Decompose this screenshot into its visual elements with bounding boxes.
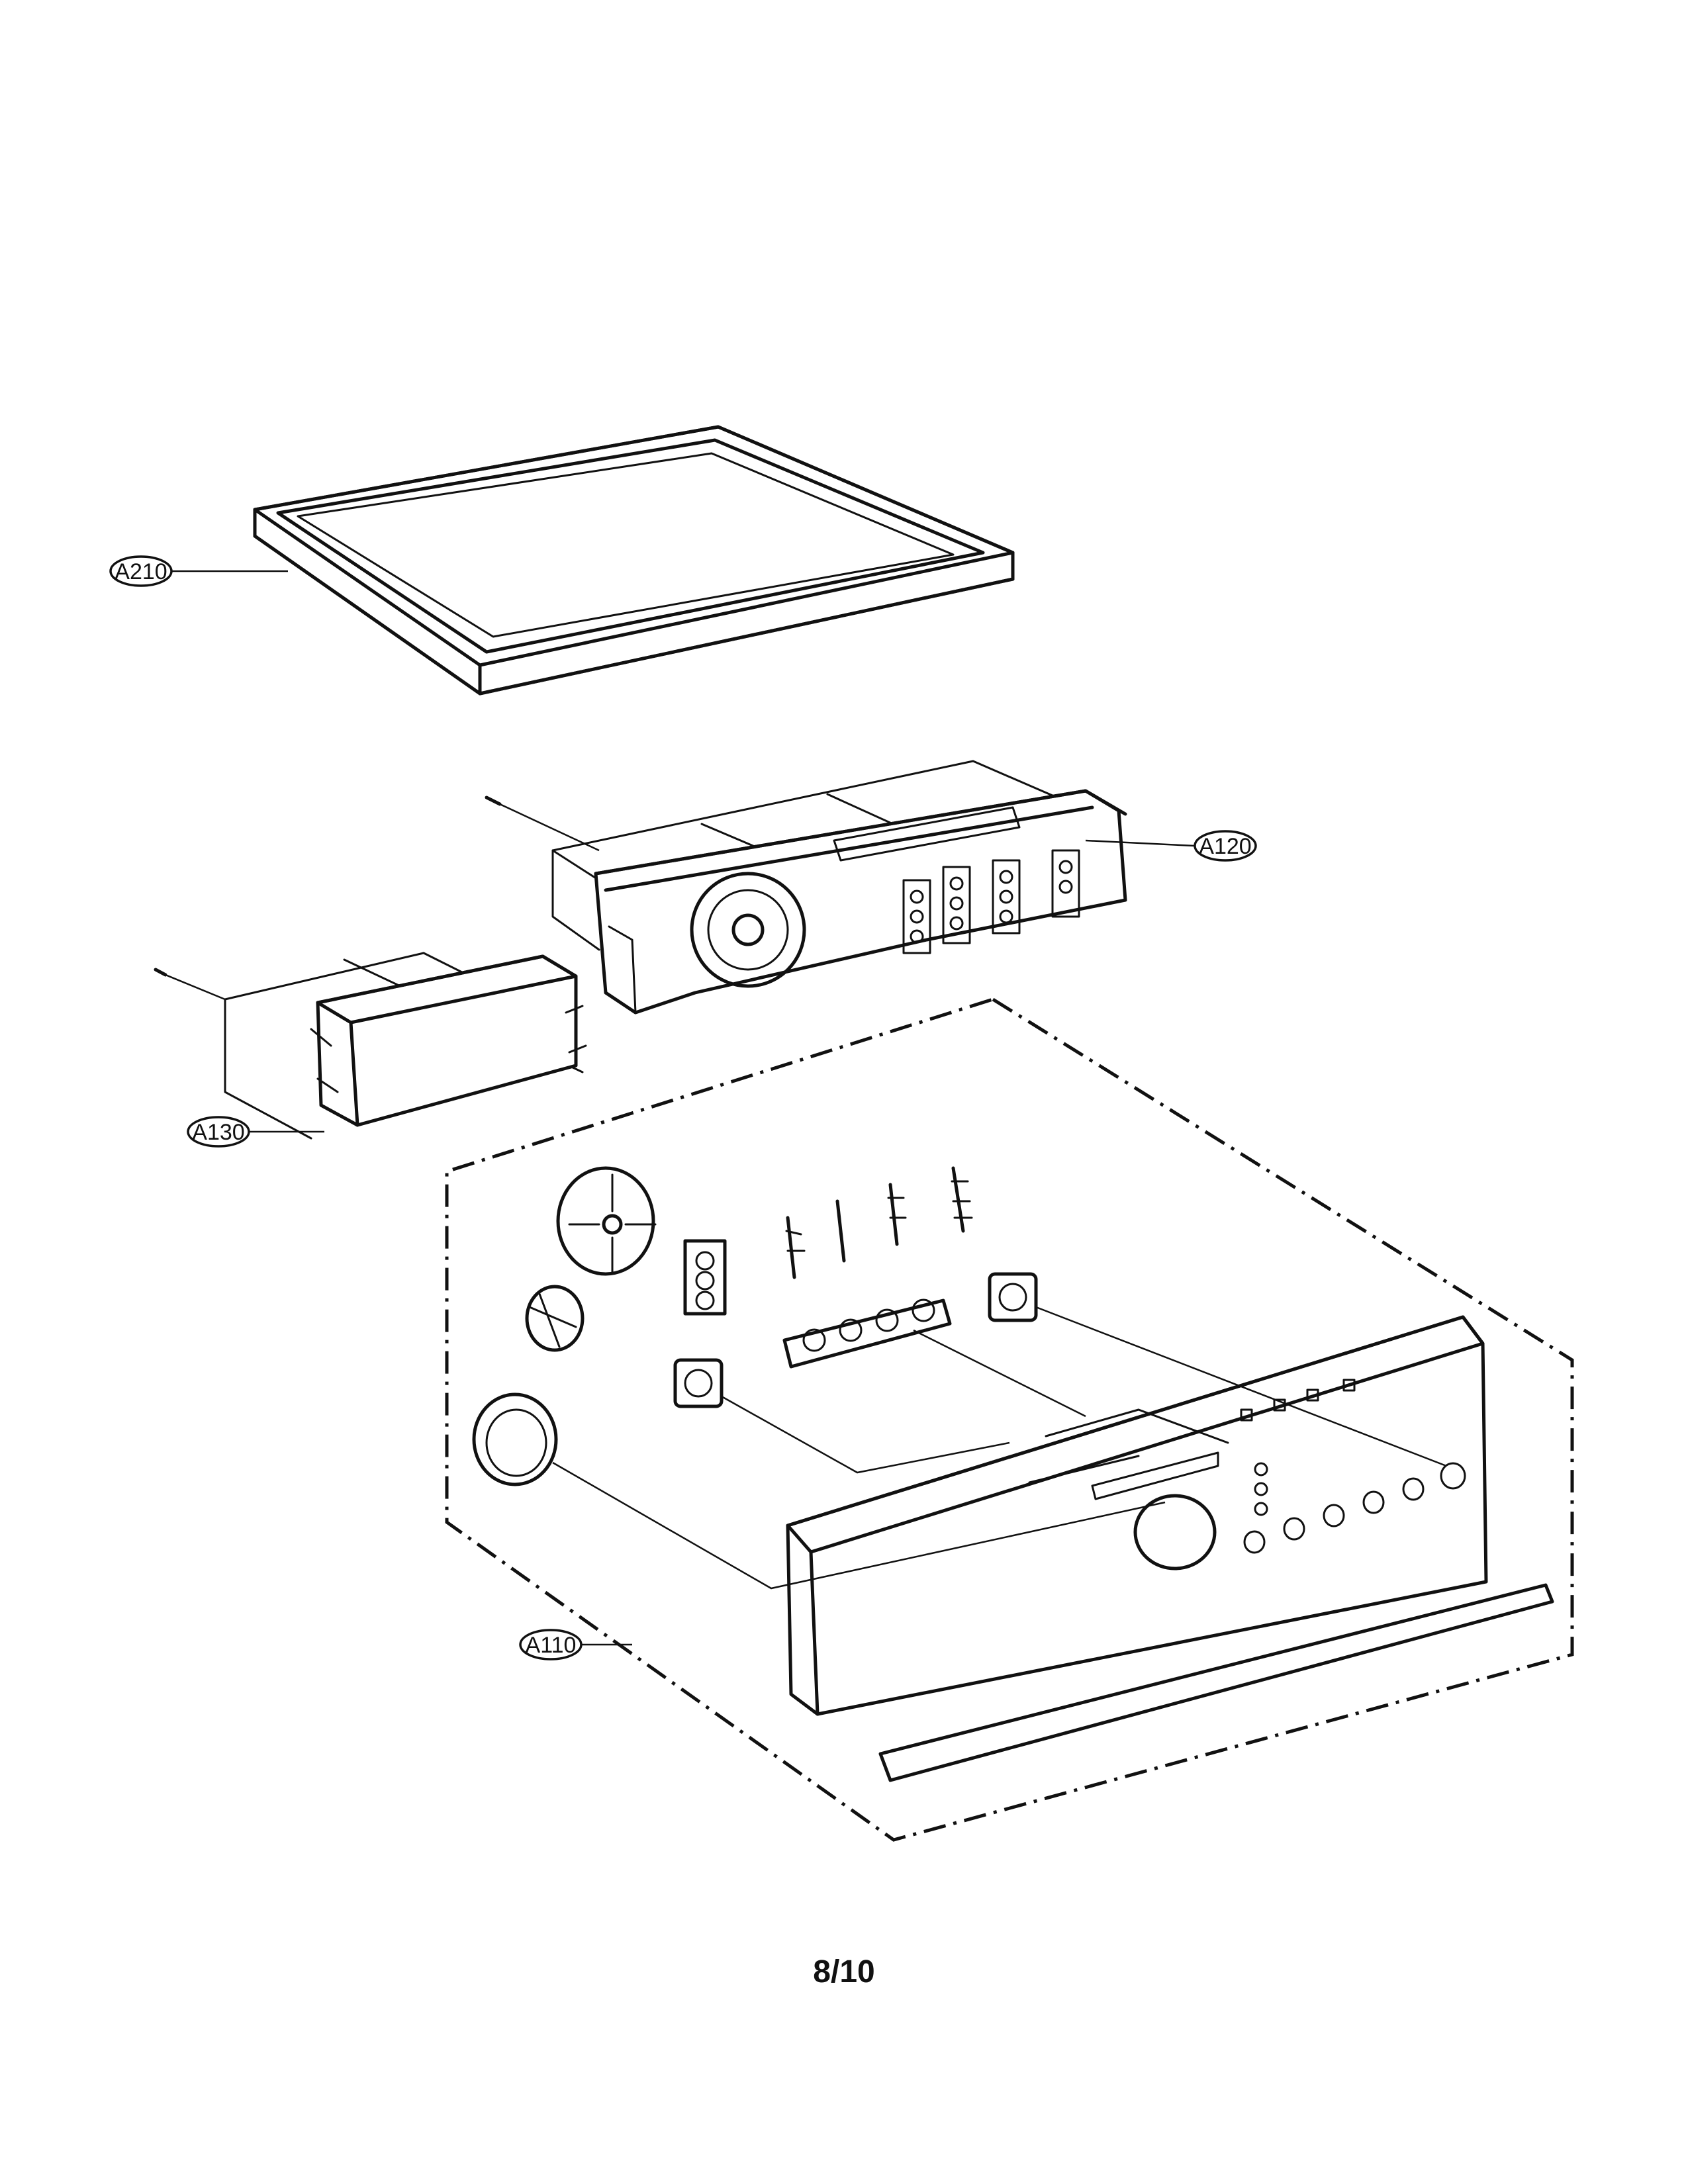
callout-a120-label: A120 [1199, 834, 1251, 859]
cover-part [154, 952, 587, 1140]
callout-a130: A130 [187, 1116, 324, 1148]
assembly-boundary [445, 997, 1574, 1842]
callout-a210-label: A210 [115, 559, 167, 584]
front-panel-part [786, 1315, 1554, 1782]
callout-a130-label: A130 [192, 1120, 244, 1145]
callout-a120: A120 [1194, 830, 1257, 862]
callout-a210: A210 [109, 555, 288, 587]
control-board-part [485, 760, 1196, 1015]
callout-a110: A110 [519, 1629, 632, 1661]
panel-components [472, 1166, 1447, 1590]
callout-a110-label: A110 [526, 1633, 577, 1658]
page-number: 8/10 [813, 1954, 874, 1989]
top-plate-part [253, 425, 1015, 696]
